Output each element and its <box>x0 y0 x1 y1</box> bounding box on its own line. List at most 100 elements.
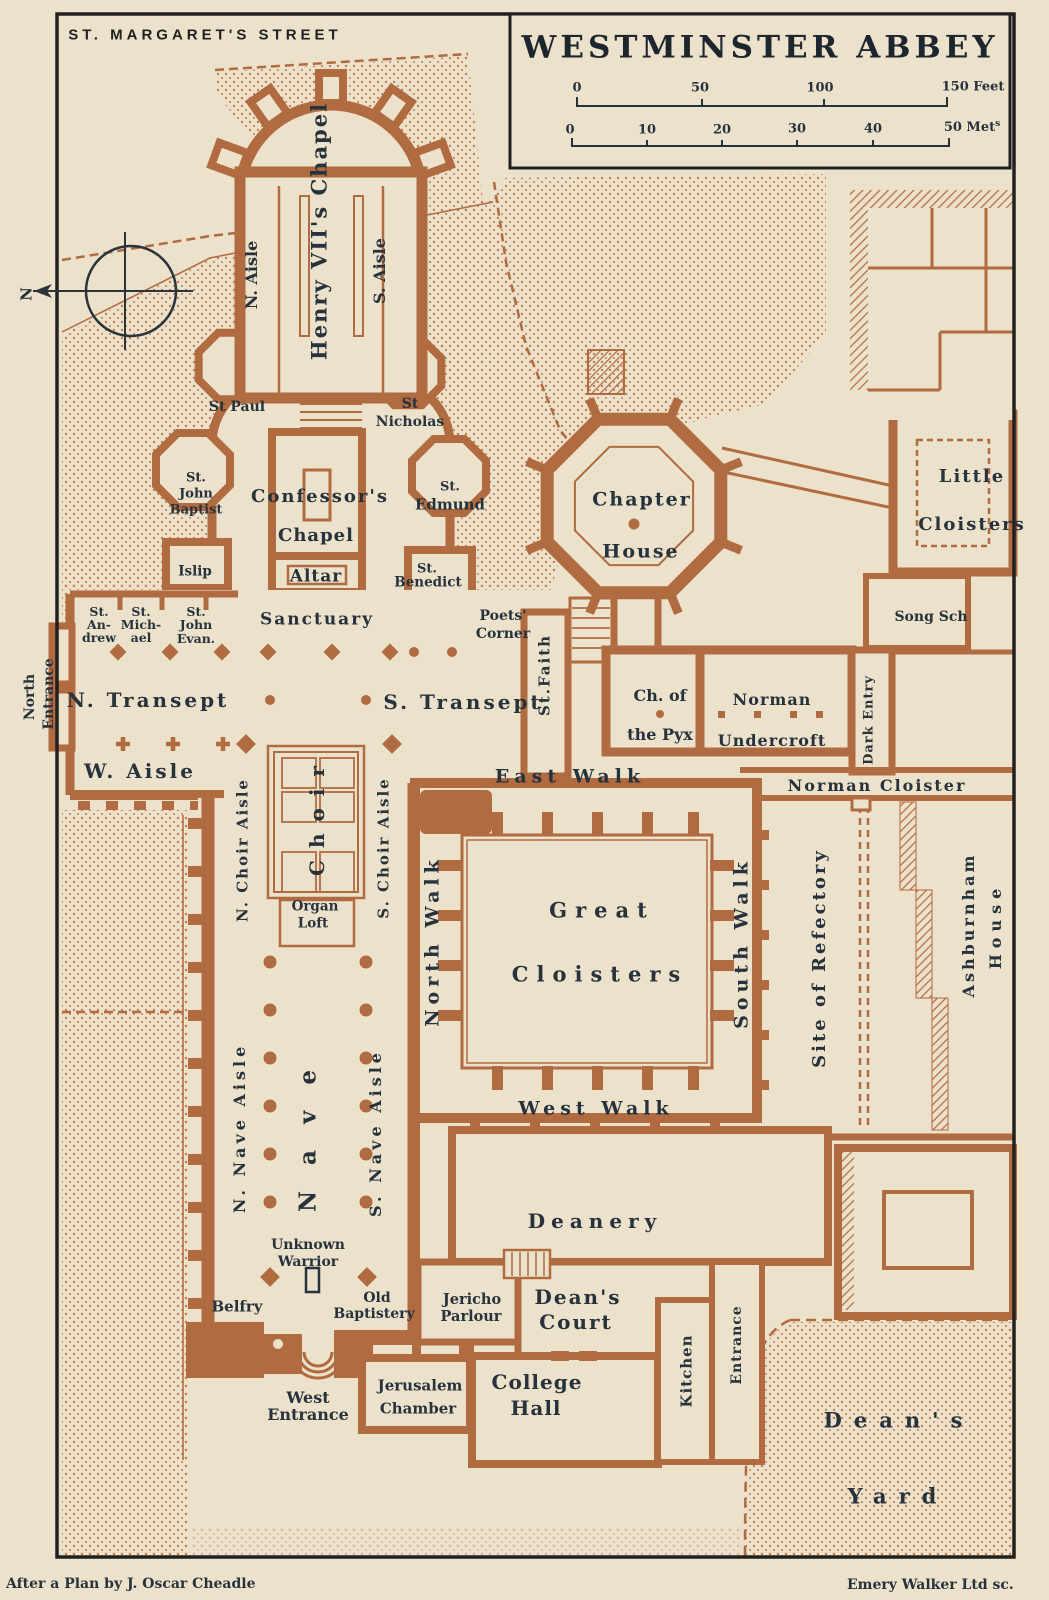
label-unknown-warrior-2: Warrior <box>277 1254 339 1270</box>
label-n-choir-aisle: N. Choir Aisle <box>233 778 252 922</box>
cloister-garth <box>460 833 714 1070</box>
scale-met-tick-30: 30 <box>787 121 807 137</box>
credit-left: After a Plan by J. Oscar Cheadle <box>6 1576 256 1592</box>
label-st-faith: St.Faith <box>535 633 554 717</box>
label-south-walk: South Walk <box>730 857 753 1029</box>
organ-loft <box>278 898 356 948</box>
label-jericho-parlour-2: Parlour <box>440 1307 502 1325</box>
label-st-michael-2: Mich- <box>120 616 162 632</box>
chapel-st-john-baptist <box>152 429 234 511</box>
label-nave: Nave <box>294 1044 322 1212</box>
scale-feet-tick-0: 0 <box>572 80 582 96</box>
label-belfry: Belfry <box>211 1297 263 1316</box>
compass-north-label: N <box>17 287 36 301</box>
scale-feet-end: 150 Feet <box>941 79 1005 95</box>
label-deanery: Deanery <box>527 1209 663 1233</box>
map-title: WESTMINSTER ABBEY <box>521 29 999 66</box>
label-east-walk: East Walk <box>494 765 646 788</box>
west-entrance-steps <box>290 1351 346 1380</box>
label-sanctuary: Sanctuary <box>259 609 375 630</box>
jerusalem-chamber <box>358 1354 474 1434</box>
label-deans-yard: Dean's <box>823 1407 975 1433</box>
scale-feet-tick-50: 50 <box>690 80 710 96</box>
label-little-cloisters-2: Cloisters <box>918 514 1026 535</box>
label-st-john-evan: St. <box>186 603 206 619</box>
cloister-buttresses <box>438 812 769 1130</box>
chapter-house <box>525 397 743 615</box>
label-west-entrance-2: Entrance <box>267 1405 349 1424</box>
label-s-aisle: S. Aisle <box>370 238 389 304</box>
scale-met-end: 50 Mets <box>943 118 1001 136</box>
site-of-refectory <box>850 796 872 1130</box>
building-southeast <box>834 1144 1017 1320</box>
label-great-cloisters: Great <box>549 897 655 923</box>
scale-bar-meters <box>571 138 950 147</box>
nave-floor <box>198 798 414 1348</box>
label-st-paul: St Paul <box>208 399 266 415</box>
scale-met-end-sup: s <box>995 118 1001 129</box>
unknown-warrior-grave <box>304 1266 321 1294</box>
label-islip: Islip <box>178 563 212 580</box>
deanery-buildings <box>358 1118 832 1468</box>
label-s-transept: S. Transept <box>383 690 543 714</box>
scale-feet-tick-100: 100 <box>806 80 834 96</box>
jericho-parlour <box>414 1258 522 1346</box>
ashburnham-house-wall <box>899 801 949 1131</box>
label-deans-yard-2: Yard <box>847 1483 949 1509</box>
label-s-choir-aisle: S. Choir Aisle <box>374 777 393 919</box>
deans-yard-ground <box>746 1322 1012 1556</box>
henry-vii-chapel-body <box>234 166 428 404</box>
label-song-school: Song Sch <box>894 609 968 625</box>
label-altar: Altar <box>289 566 343 587</box>
label-organ-loft-2: Loft <box>297 915 329 932</box>
compass-north-arrow <box>34 284 52 298</box>
label-st-edmund: St. <box>440 479 460 495</box>
label-north-walk: North Walk <box>421 855 444 1027</box>
label-st-john-evan-3: Evan. <box>176 630 216 646</box>
label-st-andrew-2: An- <box>87 616 111 632</box>
chapel-of-the-pyx <box>601 645 705 757</box>
scale-met-end-text: 50 Met <box>943 120 996 136</box>
entrance-passage <box>709 1259 765 1465</box>
label-s-nave-aisle: S. Nave Aisle <box>366 1049 385 1217</box>
label-kitchen: Kitchen <box>677 1334 696 1408</box>
label-st-michael-3: ael <box>130 629 152 645</box>
scale-met-tick-20: 20 <box>712 122 732 138</box>
label-n-transept: N. Transept <box>66 688 230 712</box>
label-st-benedict: St. <box>417 561 437 577</box>
label-little-cloisters: Little <box>938 466 1006 487</box>
confessors-shrine <box>302 468 332 522</box>
label-college-hall: College <box>491 1370 583 1394</box>
label-great-cloisters-2: Cloisters <box>511 961 689 987</box>
label-st-benedict-2: Benedict <box>394 574 462 591</box>
label-dark-entry: Dark Entry <box>861 675 877 765</box>
chapel-islip <box>162 538 232 592</box>
nave-pillars <box>260 695 377 1287</box>
label-deans-court: Dean's <box>534 1285 622 1309</box>
label-old-baptistery: Old <box>363 1290 391 1306</box>
dark-entry <box>848 646 896 776</box>
street-label: ST. MARGARET'S STREET <box>68 26 342 44</box>
label-deans-court-2: Court <box>539 1310 613 1334</box>
nave-buttresses <box>188 818 202 1309</box>
chapter-house-pillar <box>628 518 640 530</box>
label-st-john-baptist-2: John <box>179 486 213 502</box>
spiral-stair <box>271 1337 285 1351</box>
label-st-edmund-2: Edmund <box>414 495 486 514</box>
label-w-aisle: W. Aisle <box>84 759 196 783</box>
label-north-entrance: North <box>22 673 38 721</box>
label-st-andrew: St. <box>89 603 109 619</box>
label-jerusalem-chamber-2: Chamber <box>379 1399 457 1418</box>
label-site-of-refectory: Site of Refectory <box>809 848 830 1068</box>
scale-met-tick-0: 0 <box>565 122 575 138</box>
credit-right: Emery Walker Ltd sc. <box>847 1577 1014 1593</box>
label-entrance: Entrance <box>729 1305 745 1385</box>
label-poets-corner-2: Corner <box>475 626 531 642</box>
label-chapter-house: Chapter <box>592 488 692 511</box>
label-chapter-house-2: House <box>602 540 680 563</box>
label-organ-loft: Organ <box>291 898 339 915</box>
chapel-st-edmund <box>408 435 490 517</box>
label-confessors-chapel-2: Chapel <box>278 525 354 546</box>
label-jericho-parlour: Jericho <box>442 1290 502 1308</box>
